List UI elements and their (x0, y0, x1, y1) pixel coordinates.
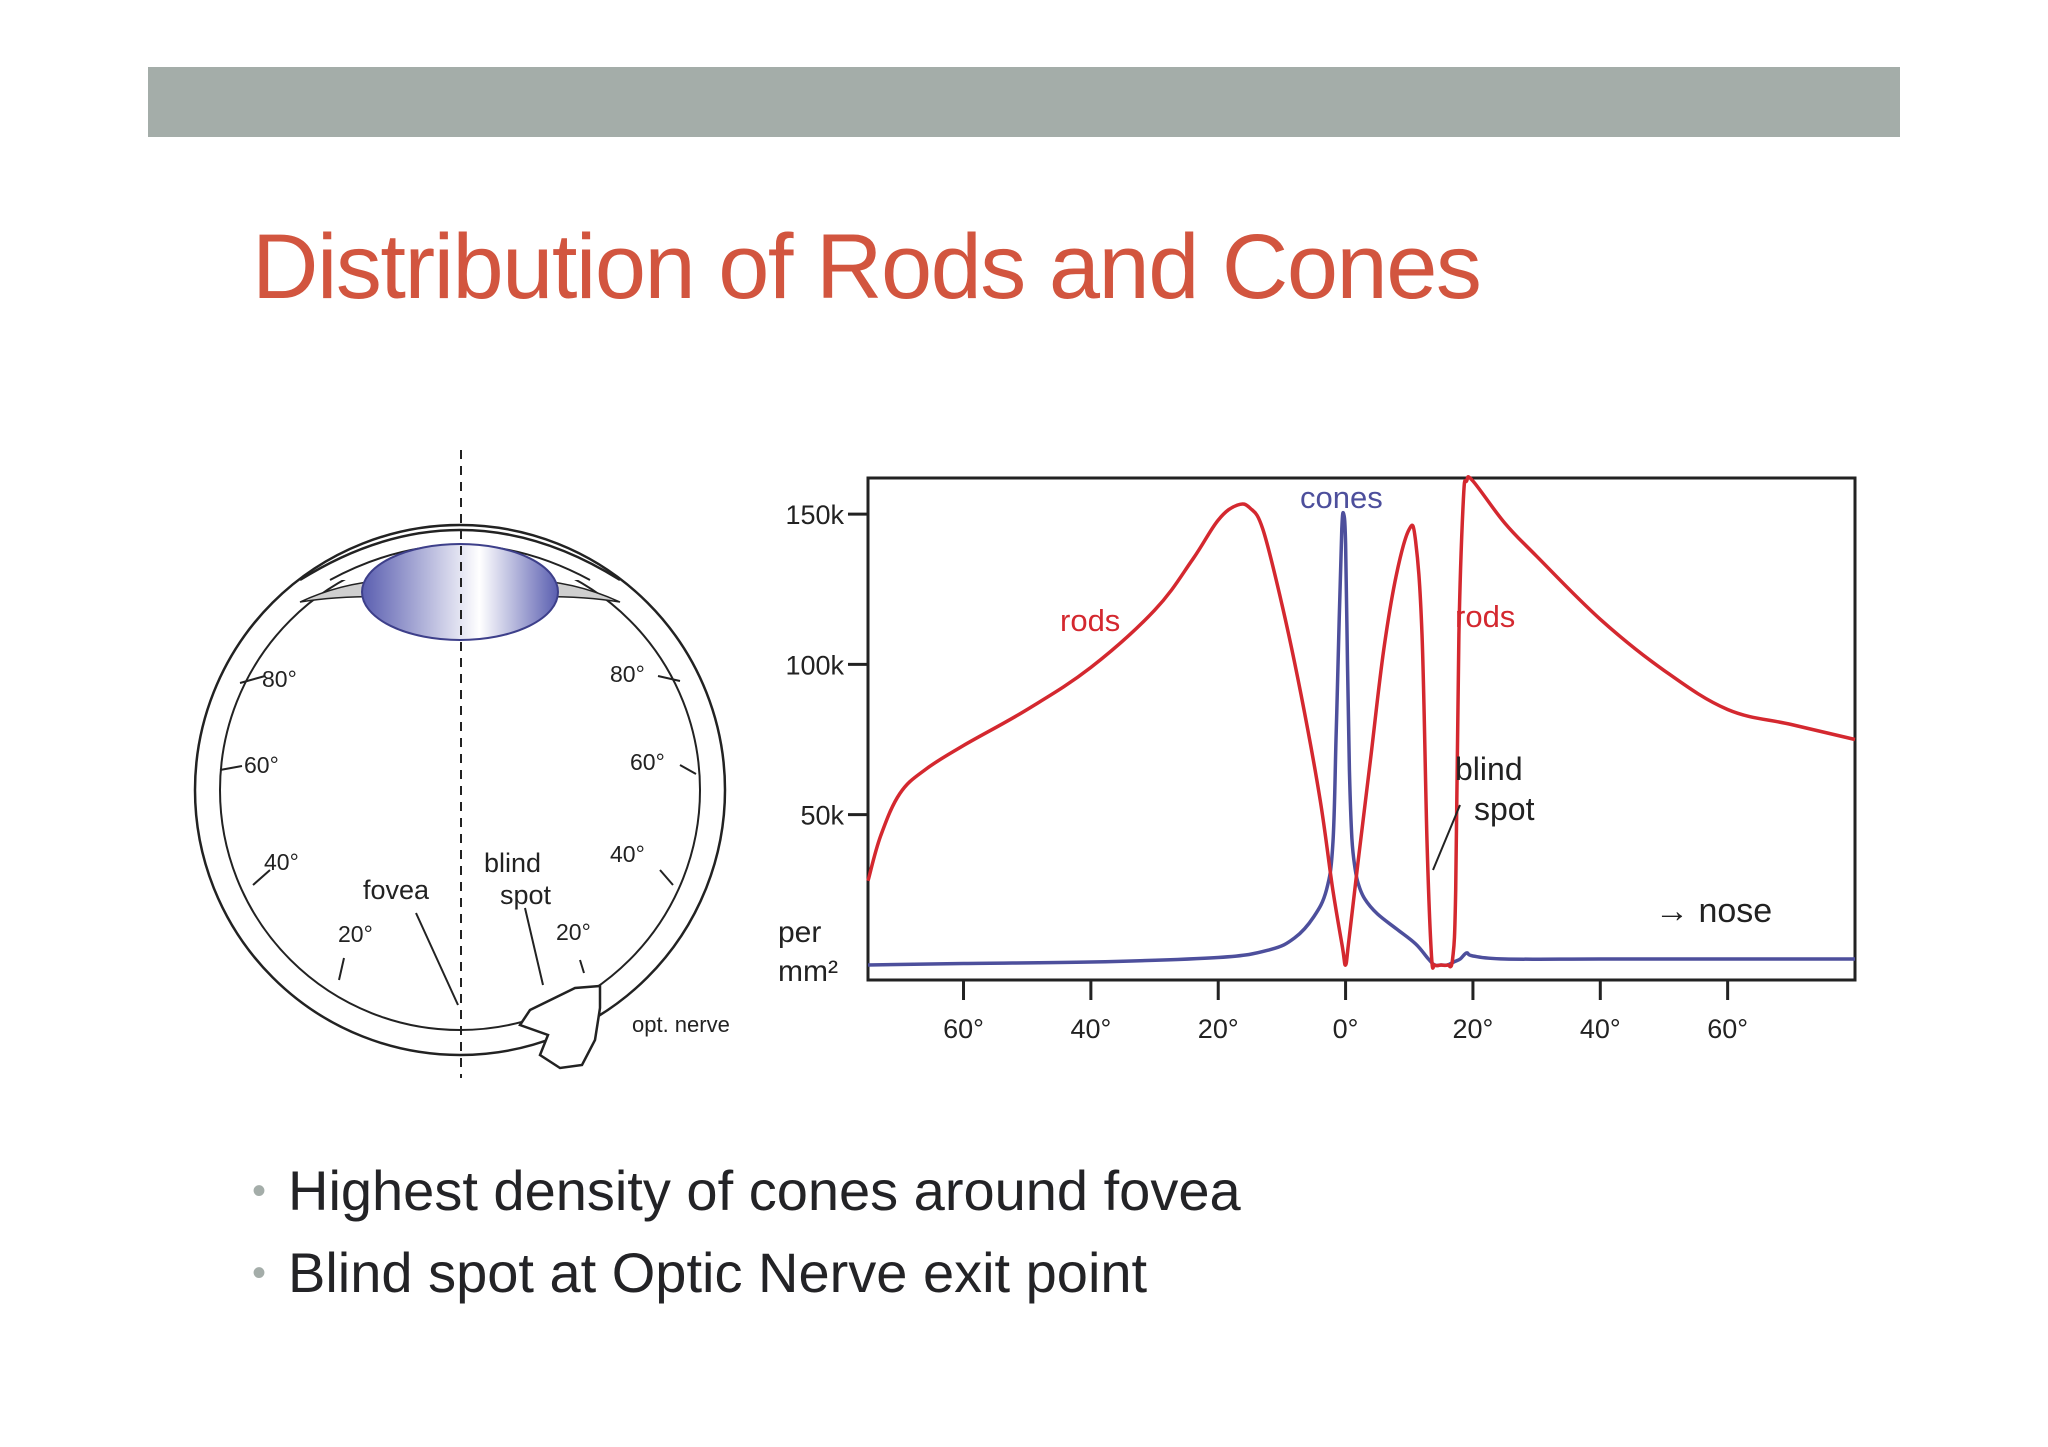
label-right-60: 60° (630, 749, 665, 775)
eyeball-outer (193, 523, 727, 1057)
bullet-text: Highest density of cones around fovea (288, 1159, 1241, 1222)
label-right-80: 80° (610, 661, 645, 687)
label-spot: spot (500, 880, 552, 910)
tick-left-80 (239, 675, 266, 684)
annot-blind: blind (1455, 751, 1523, 787)
bullet-item: • Blind spot at Optic Nerve exit point (248, 1232, 1241, 1314)
x-tick-label: 60° (943, 1014, 984, 1044)
y-tick-label: 100k (785, 650, 844, 680)
slide-title: Distribution of Rods and Cones (252, 216, 1482, 318)
fovea-pointer (415, 912, 459, 1006)
bullet-item: • Highest density of cones around fovea (248, 1150, 1241, 1232)
plot-frame (866, 476, 1857, 982)
tick-left-20 (338, 957, 345, 981)
label-right-20: 20° (556, 919, 591, 945)
tick-right-40 (659, 869, 674, 886)
y-tick-label: 50k (800, 801, 844, 831)
label-fovea: fovea (363, 875, 430, 905)
annot-nose: → nose (1655, 892, 1772, 930)
tick-left-40 (252, 869, 271, 886)
label-left-20: 20° (338, 921, 373, 947)
label-opt-nerve: opt. nerve (632, 1012, 730, 1037)
label-left-60: 60° (244, 752, 279, 778)
x-tick-label: 40° (1580, 1014, 1621, 1044)
annot-cones: cones (1300, 480, 1383, 515)
series-cones-line (867, 510, 1855, 968)
tick-right-20 (579, 959, 585, 974)
x-tick-label: 40° (1070, 1014, 1111, 1044)
bullet-text: Blind spot at Optic Nerve exit point (288, 1241, 1148, 1304)
tick-right-80 (657, 675, 681, 682)
bullet-list: • Highest density of cones around fovea •… (248, 1150, 1241, 1314)
tick-left-60 (219, 765, 243, 771)
series-rods-line (866, 475, 1856, 970)
ylabel-mm2: mm² (778, 955, 838, 988)
blind-spot-pointer-line (1432, 804, 1461, 871)
x-tick-label: 0° (1333, 1014, 1359, 1044)
label-left-80: 80° (262, 666, 297, 692)
bullet-dot: • (252, 1251, 267, 1295)
eye-diagram: 80° 60° 40° 20° 80° 60° 40° 20° fovea bl… (193, 450, 730, 1078)
density-chart: 50k 100k 150k 60° 40° 20° 0° 20° 40° 60° cones r… (778, 475, 1857, 1044)
header-bar (148, 67, 1900, 137)
label-left-40: 40° (264, 849, 299, 875)
ylabel-per: per (778, 916, 821, 949)
label-blind: blind (484, 848, 541, 878)
lens (361, 543, 559, 641)
annot-rods-left: rods (1060, 603, 1120, 638)
bullet-dot: • (252, 1169, 267, 1213)
annot-rods-right: rods (1455, 599, 1515, 634)
optic-nerve (518, 984, 602, 1070)
y-tick-label: 150k (785, 500, 844, 530)
x-tick-label: 60° (1707, 1014, 1748, 1044)
blind-spot-pointer (524, 907, 544, 986)
tick-right-60 (679, 764, 697, 775)
x-tick-label: 20° (1198, 1014, 1239, 1044)
annot-spot: spot (1474, 791, 1535, 827)
x-tick-label: 20° (1453, 1014, 1494, 1044)
label-right-40: 40° (610, 841, 645, 867)
